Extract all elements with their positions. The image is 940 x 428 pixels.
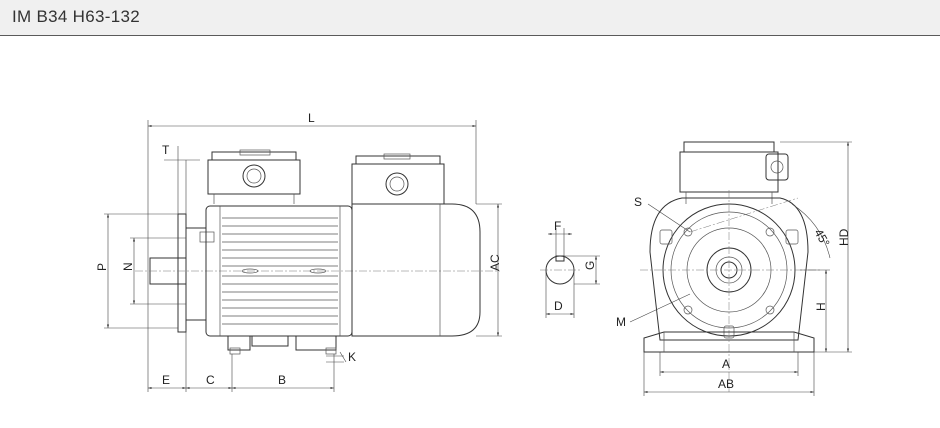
dim-label-C: C [206, 373, 215, 387]
terminal-box-front [207, 149, 301, 204]
dim-label-T: T [162, 143, 170, 157]
mounting-flange [177, 213, 215, 333]
dim-label-E: E [162, 373, 170, 387]
dim-label-F: F [554, 219, 561, 233]
dim-label-AC: AC [488, 254, 502, 271]
shaft-cross-section: F G D [540, 219, 600, 318]
fan-cover [351, 203, 481, 337]
terminal-box-top [679, 141, 789, 204]
angle-label-45: 45° [811, 227, 832, 250]
cooling-fins [222, 217, 338, 325]
motor-housing-front [649, 197, 809, 341]
dim-label-P: P [95, 263, 109, 271]
bolt-hole [683, 305, 693, 315]
bolt-hole [765, 227, 775, 237]
dim-label-AB: AB [718, 377, 734, 391]
front-view: S M 45° HD H A AB [616, 141, 852, 396]
bolt-hole [765, 305, 775, 315]
header-bar: IM B34 H63-132 [0, 0, 940, 36]
dim-label-A: A [722, 357, 730, 371]
dim-label-H: H [814, 302, 828, 311]
terminal-box-rear [351, 153, 445, 205]
bolt-hole [683, 227, 693, 237]
dim-label-HD: HD [837, 228, 851, 246]
dim-label-S: S [634, 195, 642, 209]
dim-label-G: G [583, 261, 597, 270]
dimension-drawing: L T P N AC E C B K [95, 111, 852, 396]
dim-label-N: N [121, 262, 135, 271]
page-title: IM B34 H63-132 [12, 7, 140, 26]
dim-label-K: K [348, 350, 356, 364]
dim-label-D: D [554, 299, 563, 313]
dim-label-L: L [308, 111, 315, 125]
mounting-feet [227, 335, 337, 355]
dim-label-M: M [616, 315, 626, 329]
side-view: L T P N AC E C B K [95, 111, 502, 392]
dim-label-B: B [278, 373, 286, 387]
